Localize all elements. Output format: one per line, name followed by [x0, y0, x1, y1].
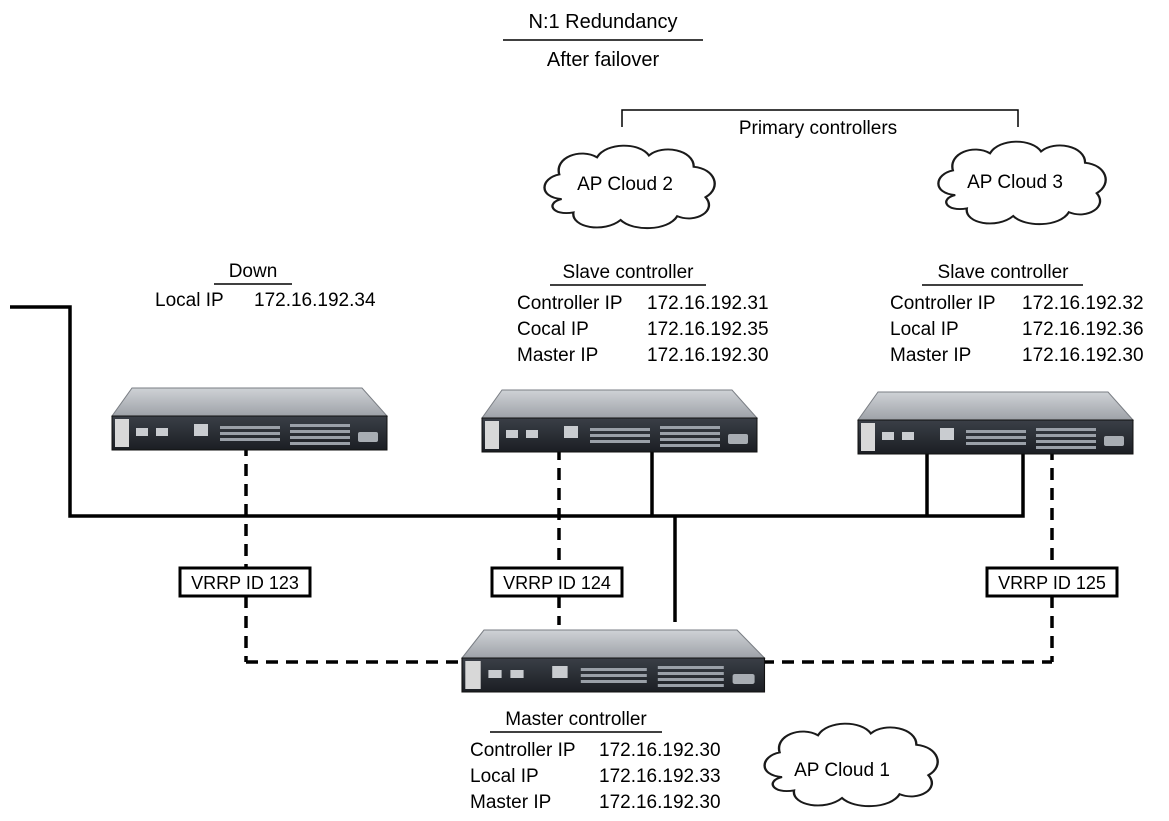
diagram-title: N:1 Redundancy — [529, 11, 678, 33]
down-heading: Down — [229, 261, 278, 282]
down-local-ip-value: 172.16.192.34 — [254, 290, 376, 311]
vrrp-box-123: VRRP ID 123 — [178, 566, 312, 598]
slave1-row-key: Cocal IP — [517, 319, 589, 340]
diagram-subtitle: After failover — [547, 49, 660, 71]
master-row-key: Master IP — [470, 792, 551, 813]
vrrp-links — [244, 444, 1054, 664]
down-local-ip-key: Local IP — [155, 290, 224, 311]
vrrp-box-124: VRRP ID 124 — [490, 566, 624, 598]
slave2-row-value: 172.16.192.30 — [1022, 345, 1144, 366]
vrrp-label-125: VRRP ID 125 — [998, 573, 1106, 593]
vrrp-label-123: VRRP ID 123 — [191, 573, 299, 593]
down-controller-device — [111, 387, 388, 451]
slave1-row-value: 172.16.192.35 — [647, 319, 769, 340]
slave-controller-1-device — [481, 389, 758, 453]
primary-controllers-label: Primary controllers — [739, 118, 897, 139]
slave1-row-key: Master IP — [517, 345, 598, 366]
vrrp-box-125: VRRP ID 125 — [985, 566, 1119, 598]
slave2-row-value: 172.16.192.36 — [1022, 319, 1144, 340]
slave2-row-value: 172.16.192.32 — [1022, 293, 1144, 314]
primary-bracket — [621, 109, 1019, 127]
slave1-row-value: 172.16.192.31 — [647, 293, 769, 314]
slave2-row-key: Local IP — [890, 319, 959, 340]
ap-cloud-2-label: AP Cloud 2 — [577, 174, 673, 195]
slave2-row-key: Controller IP — [890, 293, 996, 314]
master-row-key: Local IP — [470, 766, 539, 787]
slave2-row-key: Master IP — [890, 345, 971, 366]
master-heading: Master controller — [505, 709, 647, 730]
slave-controller-2-device — [857, 391, 1134, 455]
master-row-value: 172.16.192.33 — [599, 766, 721, 787]
slave1-row-key: Controller IP — [517, 293, 623, 314]
slave1-heading: Slave controller — [563, 262, 695, 283]
master-row-key: Controller IP — [470, 740, 576, 761]
slave1-row-value: 172.16.192.30 — [647, 345, 769, 366]
slave2-heading: Slave controller — [938, 262, 1070, 283]
ap-cloud-3-label: AP Cloud 3 — [967, 172, 1063, 193]
master-controller-device — [461, 629, 766, 693]
master-row-value: 172.16.192.30 — [599, 792, 721, 813]
vrrp-label-124: VRRP ID 124 — [503, 573, 611, 593]
master-row-value: 172.16.192.30 — [599, 740, 721, 761]
ap-cloud-1-label: AP Cloud 1 — [794, 760, 890, 781]
